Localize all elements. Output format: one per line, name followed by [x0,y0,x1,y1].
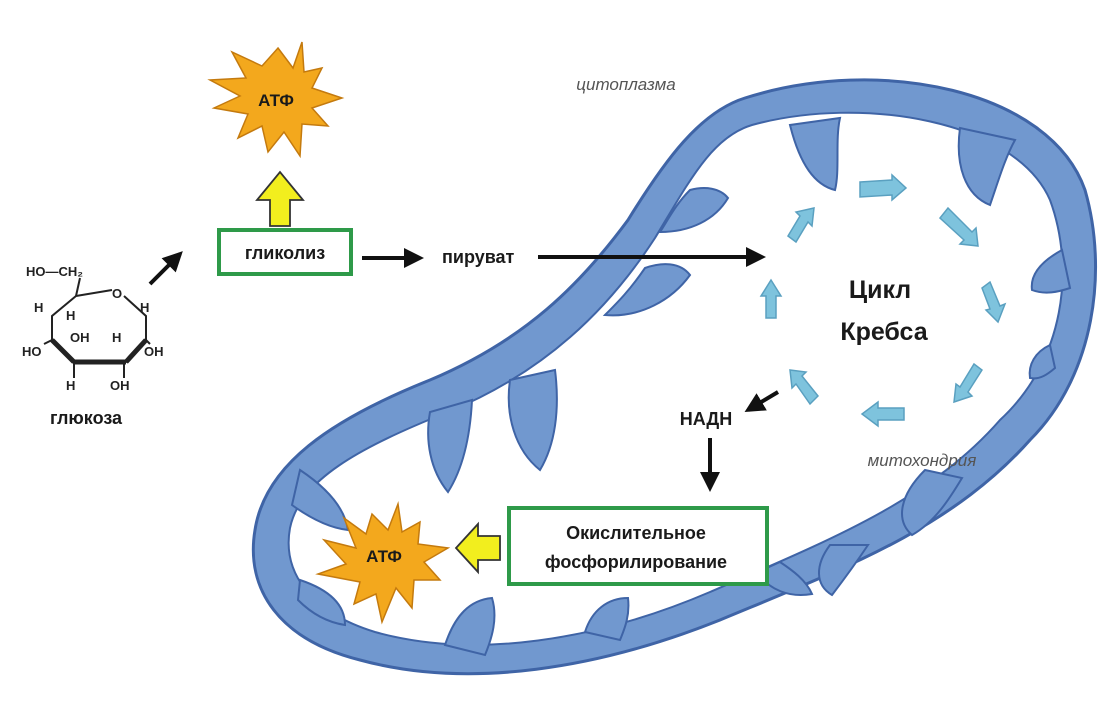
atp-star-bottom-shape [315,501,451,625]
krebs-arrow-3 [981,280,1007,324]
mitochondria-label: митохондрия [868,451,977,470]
glucose-ch2-bond [75,277,81,297]
krebs-arrow-2 [938,206,979,247]
krebs-arrow-6 [789,369,820,406]
oxphos-box-border [507,506,769,586]
krebs-cycle-arrows [759,173,1007,428]
mitochondrion [251,78,1098,676]
glucose-ch2-group: HO—CH₂ [26,264,83,279]
oxphos-box: Окислительное фосфорилирование [507,506,769,586]
crista-bottom-2 [583,596,630,642]
krebs-arrow-4 [953,362,984,404]
crista-top [788,116,842,192]
crista-bottom-3 [756,560,814,596]
crista-top-right [957,126,1017,207]
yellow-arrow-left [454,521,501,575]
nadh-label: НАДН [680,409,733,429]
krebs-arrow-5 [860,400,905,428]
glucose-bond-oh2 [145,339,151,345]
krebs-label-line1: Цикл [849,276,911,304]
glucose-h-3: H [112,330,121,345]
glucose-h-5: H [66,378,75,393]
cytoplasm-label: цитоплазма [576,75,675,94]
glucose-oh-2: OH [144,344,164,359]
cristae [290,116,1072,657]
atp-star-top: АТФ [207,41,345,159]
arrow-glucose-to-glycolysis [148,251,183,286]
crista-left-1 [658,187,730,234]
crista-bottom-right-1 [901,468,964,537]
glucose-label: глюкоза [50,408,123,428]
glycolysis-box: гликолиз [217,228,353,276]
glycolysis-label: гликолиз [245,243,325,263]
atp-star-top-shape [207,41,345,159]
pyruvate-label: пируват [442,247,515,267]
glucose-h-2: H [66,308,75,323]
oxphos-label-line1: Окислительное [566,523,706,543]
glucose-h-4: H [140,300,149,315]
glucose-h-1: H [34,300,43,315]
krebs-label-line2: Кребса [840,318,928,346]
krebs-arrow-1 [859,173,908,202]
crista-bottom-1 [443,596,496,657]
crista-bottom-left-1 [427,398,474,494]
crista-right-2 [1028,343,1057,380]
glucose-oh-3: OH [110,378,130,393]
glycolysis-box-border [217,228,353,276]
atp-star-bottom: АТФ [315,501,451,625]
glucose-structure: HO—CH₂ O H H OH H H HO OH H OH [22,264,164,393]
krebs-arrow-8 [787,207,815,244]
crista-bottom-right-2 [818,544,870,597]
glucose-ring-bold-bottom-3 [124,338,148,364]
crista-left-atp [296,578,347,627]
atp-bottom-label: АТФ [366,547,402,566]
atp-top-label: АТФ [258,91,294,110]
glucose-ho: HO [22,344,42,359]
crista-left-2 [602,263,692,317]
glucose-ring-bold-bottom [50,338,76,364]
krebs-arrow-7 [759,278,783,319]
oxphos-label-line2: фосфорилирование [545,552,727,572]
crista-bottom-left-2 [507,368,558,472]
crista-right-1 [1030,248,1072,294]
glucose-ring-top [75,289,113,297]
arrow-krebs-to-nadh [744,390,780,413]
glucose-ring-oxygen: O [112,286,122,301]
glucose-oh-1: OH [70,330,90,345]
glucose-bond-ho [43,339,53,345]
yellow-arrow-up [255,170,305,227]
